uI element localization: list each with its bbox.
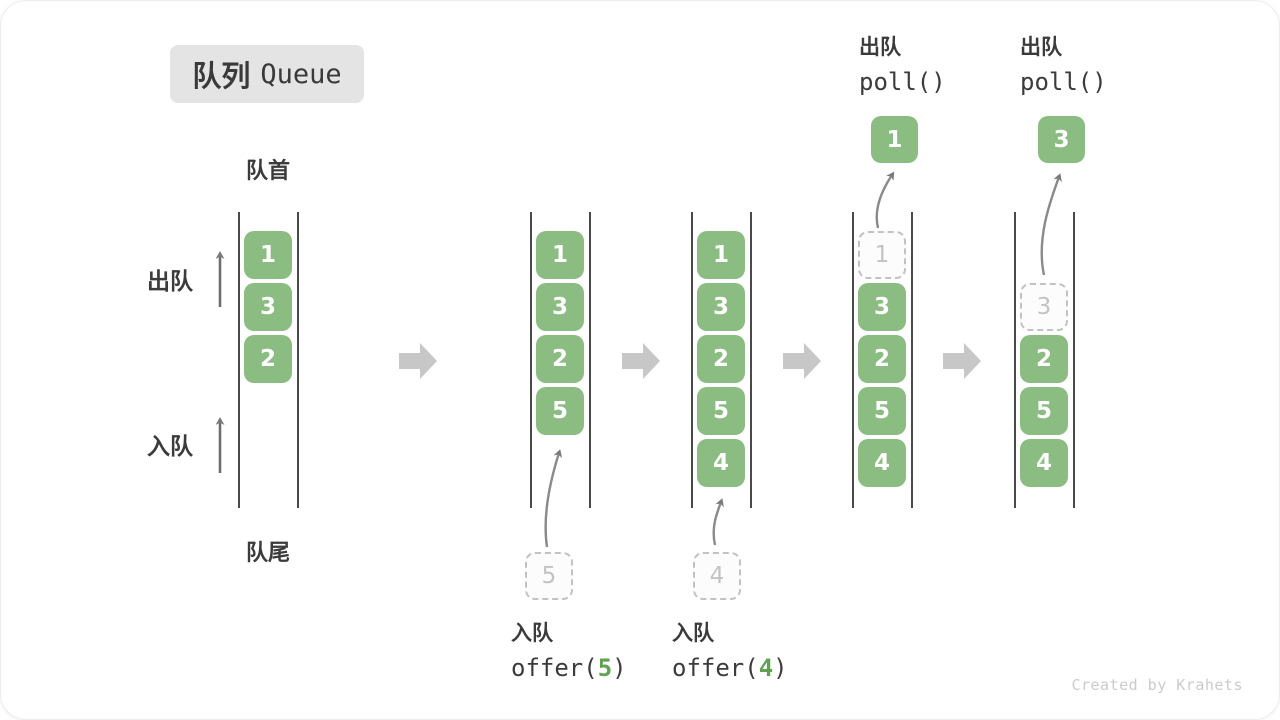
code-arg: 5 (597, 654, 613, 682)
code-post: ) (612, 654, 627, 682)
queue-item: 3 (536, 283, 584, 331)
queue-item: 1 (697, 231, 745, 279)
queue-item: 3 (244, 283, 292, 331)
incoming-item: 5 (525, 552, 573, 600)
queue-item: 5 (697, 387, 745, 435)
code-post: ) (773, 654, 788, 682)
op-poll-1-label: 出队 (859, 36, 901, 59)
enqueue-side-label: 入队 (147, 433, 193, 459)
queue-item: 5 (536, 387, 584, 435)
queue2-wall-right (589, 212, 591, 508)
op-enqueue-4-code: offer(4) (672, 654, 788, 682)
op-enqueue-5: 入队 offer(5) (511, 617, 627, 682)
removed-item-slot: 3 (1020, 283, 1068, 331)
queue3-wall-left (691, 212, 693, 508)
op-poll-1: 出队 poll() (859, 31, 946, 96)
queue-item: 2 (1020, 335, 1068, 383)
queue1-wall-right (297, 212, 299, 508)
queue-item: 1 (536, 231, 584, 279)
queue4-wall-left (852, 212, 854, 508)
queue-item: 3 (697, 283, 745, 331)
op-enqueue-5-label: 入队 (511, 622, 553, 645)
code-pre: offer( (511, 654, 598, 682)
queue4-wall-right (911, 212, 913, 508)
queue5-wall-left (1014, 212, 1016, 508)
queue1-wall-left (238, 212, 240, 508)
incoming-item: 4 (693, 552, 741, 600)
op-poll-1-code: poll() (859, 68, 946, 96)
op-enqueue-5-code: offer(5) (511, 654, 627, 682)
title-en: Queue (260, 58, 342, 90)
code-arg: 4 (758, 654, 774, 682)
polled-item: 3 (1038, 116, 1085, 163)
op-poll-3: 出队 poll() (1020, 31, 1107, 96)
op-enqueue-4-label: 入队 (672, 622, 714, 645)
queue-item: 4 (1020, 439, 1068, 487)
queue-item: 4 (697, 439, 745, 487)
queue-item: 4 (858, 439, 906, 487)
queue2-wall-left (530, 212, 532, 508)
queue-item: 1 (244, 231, 292, 279)
queue3-wall-right (750, 212, 752, 508)
watermark: Created by Krahets (1071, 676, 1243, 694)
op-poll-3-code: poll() (1020, 68, 1107, 96)
queue-item: 5 (858, 387, 906, 435)
polled-item: 1 (871, 116, 918, 163)
op-enqueue-4: 入队 offer(4) (672, 617, 788, 682)
queue-front-label: 队首 (245, 158, 290, 183)
queue-item: 5 (1020, 387, 1068, 435)
queue5-wall-right (1073, 212, 1075, 508)
dequeue-side-label: 出队 (147, 268, 193, 294)
title-badge: 队列 Queue (170, 45, 364, 103)
queue-rear-label: 队尾 (245, 540, 290, 565)
op-poll-3-label: 出队 (1020, 36, 1062, 59)
queue-item: 2 (536, 335, 584, 383)
title-zh: 队列 (192, 61, 251, 93)
queue-item: 2 (244, 335, 292, 383)
curved-arrow-icon (544, 175, 1059, 548)
queue-item: 2 (858, 335, 906, 383)
code-pre: offer( (672, 654, 759, 682)
removed-item-slot: 1 (858, 231, 906, 279)
queue-item: 2 (697, 335, 745, 383)
queue-item: 3 (858, 283, 906, 331)
